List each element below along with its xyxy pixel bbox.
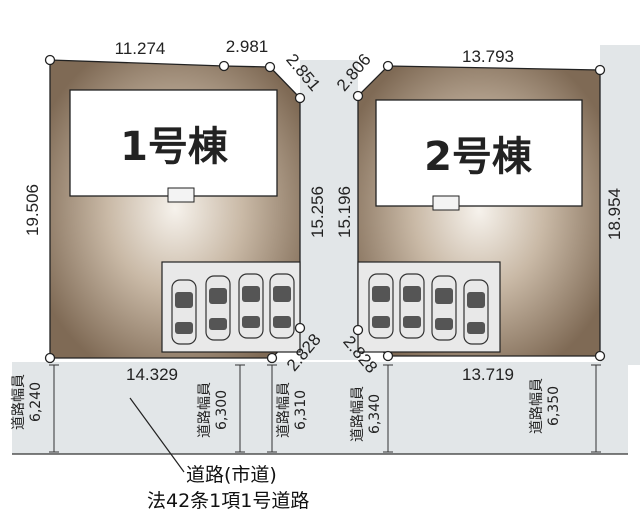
lot-vertices	[44, 54, 606, 364]
car-icon	[205, 275, 231, 341]
road-width-value: 6,240	[28, 382, 44, 422]
road-caption-pointer	[129, 397, 185, 473]
road-width-3: 道路幅員 6,310	[267, 364, 309, 453]
car-icon	[368, 273, 394, 339]
road-width-label: 道路幅員	[197, 382, 213, 438]
right-neighbour-strip	[600, 45, 640, 365]
dim-lot1-right: 15.256	[308, 186, 327, 238]
road-width-value: 6,300	[214, 390, 230, 430]
dim-lot1-bottom: 14.329	[126, 365, 178, 384]
car-icon	[431, 275, 457, 341]
dim-lot2-top: 13.793	[462, 47, 514, 66]
dim-lot1-top-left: 11.274	[115, 39, 166, 58]
road-caption-line2: 法42条1項1号道路	[147, 490, 309, 512]
building-1-label: 1号棟	[120, 124, 229, 170]
road-width-5: 道路幅員 6,350	[529, 364, 601, 453]
road-caption-line1: 道路(市道)	[186, 464, 277, 486]
road-width-label: 道路幅員	[276, 382, 292, 438]
road-width-1: 道路幅員 6,240	[11, 364, 59, 453]
road-width-4: 道路幅員 6,340	[350, 364, 393, 453]
road-width-value: 6,310	[293, 390, 309, 430]
road-area	[12, 362, 628, 454]
building-1-footprint	[69, 89, 278, 197]
road-width-value: 6,340	[367, 394, 383, 434]
car-icon	[399, 273, 425, 339]
road-width-label: 道路幅員	[11, 374, 27, 430]
road-width-value: 6,350	[546, 386, 562, 426]
building-2-label: 2号棟	[424, 134, 533, 180]
car-icon	[269, 273, 295, 339]
building-1-entrance	[167, 187, 195, 203]
dim-lot1-top-mid: 2.981	[226, 37, 269, 56]
dim-lot1-left: 19.506	[23, 184, 42, 236]
gap-between-lots	[300, 60, 358, 360]
car-icon	[171, 279, 197, 345]
car-icon	[463, 279, 489, 345]
road-width-label: 道路幅員	[529, 378, 545, 434]
road-width-2: 道路幅員 6,300	[197, 364, 245, 453]
car-icon	[238, 273, 264, 339]
road-width-label: 道路幅員	[350, 386, 366, 442]
dim-lot2-right: 18.954	[605, 188, 624, 240]
building-2-entrance	[432, 195, 460, 211]
dim-lot2-bottom: 13.719	[462, 365, 514, 384]
building-2-footprint	[375, 99, 583, 207]
dim-lot2-left: 15.196	[335, 186, 354, 238]
